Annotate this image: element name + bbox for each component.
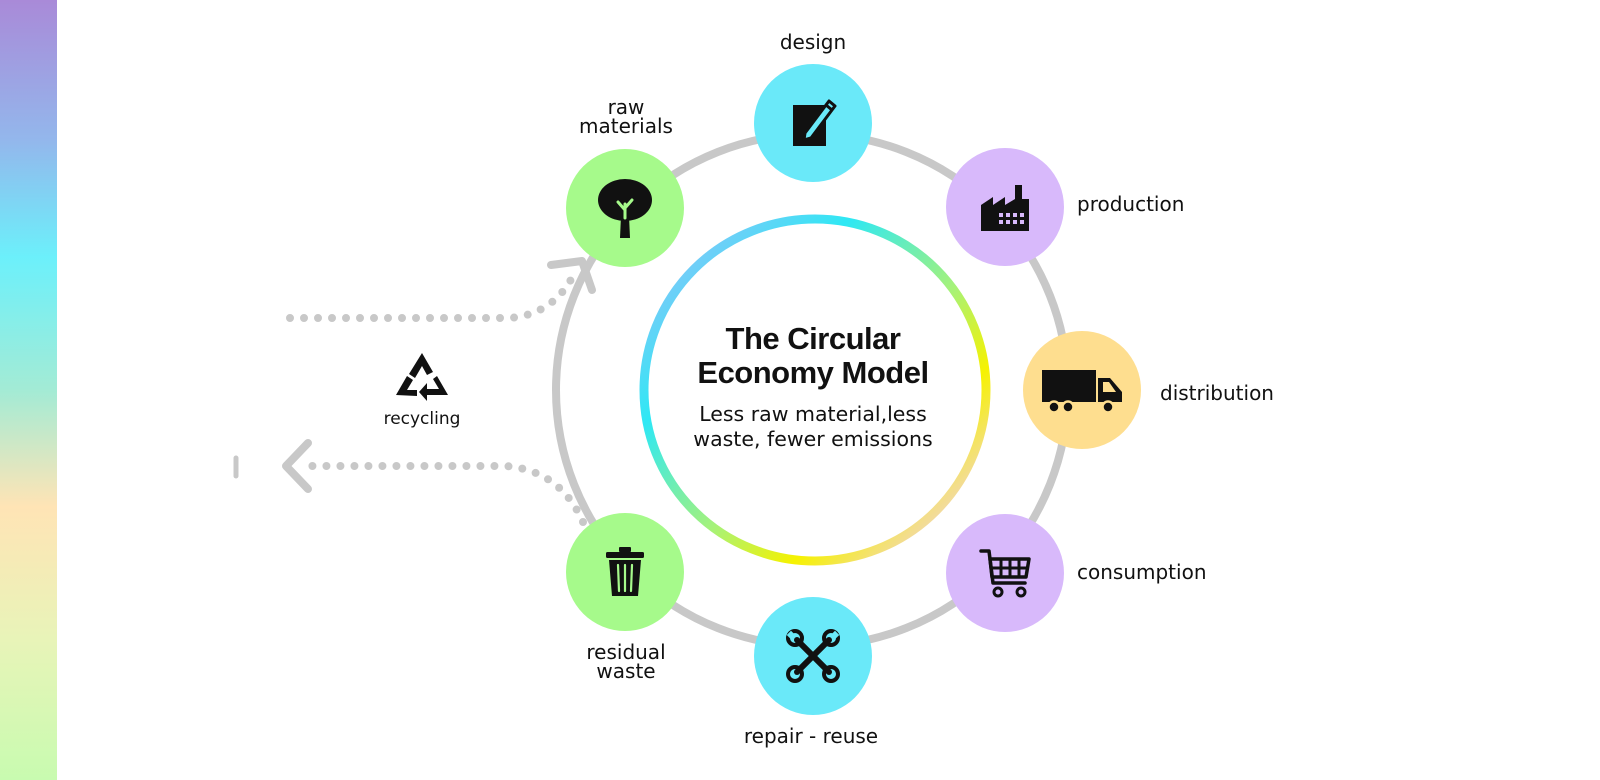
diagram-subtitle: Less raw material,less waste, fewer emis…: [693, 402, 933, 451]
tree-icon: [598, 179, 652, 238]
stage-node-residual-waste[interactable]: [566, 513, 684, 631]
stage-node-consumption[interactable]: [946, 514, 1064, 632]
stage-label-distribution: distribution: [1160, 381, 1274, 405]
recycling-flow-upper: [286, 268, 579, 322]
stage-label-production: production: [1077, 192, 1185, 216]
stage-node-raw-materials[interactable]: [566, 149, 684, 267]
factory-icon: [981, 185, 1029, 231]
center-gradient-ring: [639, 214, 991, 566]
wrench-icon: [786, 629, 840, 683]
center-text-block: The Circular Economy Model Less raw mate…: [648, 322, 978, 452]
stage-node-repair-reuse[interactable]: [754, 597, 872, 715]
recycling-flow-upper-arrowhead: [547, 257, 596, 294]
stage-label-raw-materials: raw materials: [579, 95, 673, 138]
recycling-label: recycling: [383, 409, 461, 429]
shopping-cart-icon: [979, 549, 1031, 598]
stage-label-residual-waste: residual waste: [586, 640, 666, 683]
recycling-flow-lower-arrowhead: [282, 439, 312, 493]
side-gradient-band: [0, 0, 57, 780]
stage-node-distribution[interactable]: [1023, 331, 1141, 449]
stage-node-design[interactable]: [754, 64, 872, 182]
pen-paper-icon: [793, 99, 837, 146]
stage-label-design: design: [779, 30, 847, 54]
diagram-title: The Circular Economy Model: [697, 321, 929, 390]
stage-node-production[interactable]: [946, 148, 1064, 266]
stage-label-repair-reuse: repair - reuse: [743, 724, 879, 748]
trash-can-icon: [606, 547, 644, 596]
recycling-flow-lower: [296, 462, 587, 526]
truck-icon: [1042, 370, 1122, 414]
recycle-icon: [393, 350, 451, 406]
stage-label-consumption: consumption: [1077, 560, 1207, 584]
